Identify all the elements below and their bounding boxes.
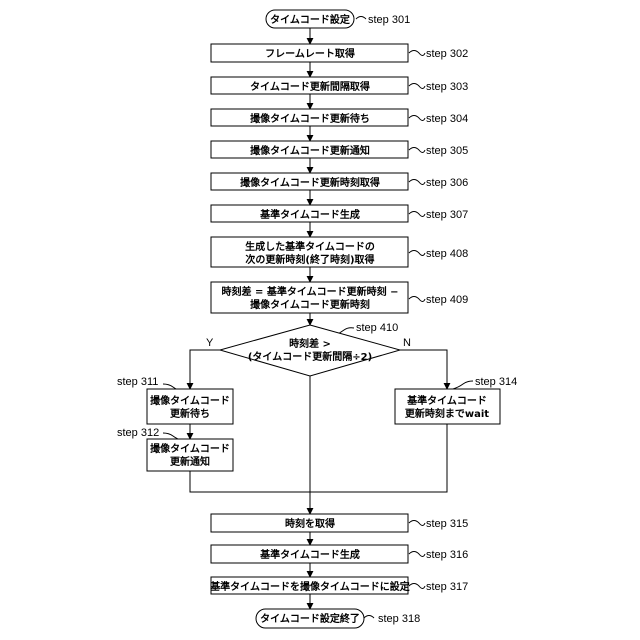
node-317: 基準タイムコードを撮像タイムコードに設定 step 317: [209, 577, 468, 594]
node-307: 基準タイムコード生成 step 307: [211, 205, 468, 222]
step-label: step 318: [378, 613, 420, 625]
step-label: step 312: [117, 427, 159, 439]
node-text-line1: 時刻差 >: [289, 337, 331, 350]
step-label: step 315: [426, 518, 468, 530]
node-text: 基準タイムコード生成: [259, 208, 360, 221]
no-label: N: [403, 337, 411, 349]
node-text: 撮像タイムコード更新待ち: [250, 112, 370, 125]
leader-316: [409, 552, 425, 557]
node-text: タイムコード更新間隔取得: [250, 80, 370, 93]
node-text-line1: 撮像タイムコード: [150, 442, 230, 455]
node-316: 基準タイムコード生成 step 316: [211, 545, 468, 563]
node-text: 撮像タイムコード更新時刻取得: [240, 176, 380, 189]
node-text-line1: 基準タイムコード: [406, 394, 487, 407]
step-label: step 314: [475, 376, 517, 388]
leader-318: [364, 616, 374, 619]
node-text-line2: 撮像タイムコード更新時刻: [250, 298, 370, 311]
arrow-410-no: [400, 350, 447, 389]
step-label: step 317: [426, 581, 468, 593]
node-409: 時刻差 = 基準タイムコード更新時刻 − 撮像タイムコード更新時刻 step 4…: [211, 282, 468, 313]
node-text: 基準タイムコード生成: [259, 548, 360, 561]
node-text-line2: 更新時刻までwait: [405, 407, 489, 420]
step-label: step 316: [426, 549, 468, 561]
node-312: 撮像タイムコード 更新通知 step 312: [117, 427, 233, 471]
leader-315: [409, 521, 425, 526]
step-label: step 304: [426, 113, 468, 125]
node-303: タイムコード更新間隔取得 step 303: [211, 77, 468, 94]
node-end: タイムコード設定終了 step 318: [256, 609, 420, 628]
step-label: step 301: [368, 14, 410, 26]
node-302: フレームレート取得 step 302: [211, 44, 468, 62]
node-304: 撮像タイムコード更新待ち step 304: [211, 109, 468, 126]
step-label: step 408: [426, 248, 468, 260]
node-305: 撮像タイムコード更新通知 step 305: [211, 141, 468, 158]
leader-314: [453, 381, 473, 389]
node-text-line1: 時刻差 = 基準タイムコード更新時刻 −: [221, 285, 398, 298]
node-text-line2: 更新通知: [170, 455, 210, 468]
step-label: step 307: [426, 209, 468, 221]
node-start: タイムコード設定 step 301: [266, 10, 410, 28]
node-text: 撮像タイムコード更新通知: [250, 144, 370, 157]
leader-408: [409, 251, 425, 256]
step-label: step 306: [426, 177, 468, 189]
node-410-decision: 時刻差 > (タイムコード更新間隔÷2) step 410 Y N: [206, 322, 411, 376]
node-text: タイムコード設定: [270, 13, 350, 26]
step-label: step 305: [426, 145, 468, 157]
node-314: 基準タイムコード 更新時刻までwait step 314: [395, 376, 517, 424]
leader-317: [409, 584, 425, 589]
step-label: step 302: [426, 48, 468, 60]
node-306: 撮像タイムコード更新時刻取得 step 306: [211, 173, 468, 190]
node-315: 時刻を取得 step 315: [211, 514, 468, 532]
step-label: step 409: [426, 294, 468, 306]
node-text-line2: (タイムコード更新間隔÷2): [248, 350, 372, 363]
step-label: step 303: [426, 81, 468, 93]
step-label: step 311: [117, 376, 158, 388]
node-text: 基準タイムコードを撮像タイムコードに設定: [209, 580, 410, 593]
node-text: タイムコード設定終了: [260, 612, 360, 625]
line-314-merge: [310, 424, 447, 492]
arrow-410-yes: [190, 350, 220, 389]
leader-306: [409, 180, 425, 185]
node-text-line2: 更新待ち: [170, 407, 210, 420]
node-text: 時刻を取得: [285, 517, 335, 530]
node-text: フレームレート取得: [265, 47, 355, 60]
leader-305: [409, 148, 425, 153]
leader-301: [356, 17, 366, 20]
leader-303: [409, 84, 425, 89]
line-312-merge: [190, 471, 310, 492]
node-408: 生成した基準タイムコードの 次の更新時刻(終了時刻)取得 step 408: [211, 237, 468, 267]
node-text-line1: 撮像タイムコード: [150, 394, 230, 407]
leader-302: [409, 51, 425, 56]
step-label: step 410: [356, 322, 398, 334]
leader-409: [409, 297, 425, 302]
node-311: 撮像タイムコード 更新待ち step 311: [117, 376, 233, 424]
yes-label: Y: [206, 337, 214, 349]
leader-304: [409, 116, 425, 121]
node-text-line2: 次の更新時刻(終了時刻)取得: [245, 253, 374, 266]
leader-307: [409, 212, 425, 217]
node-text-line1: 生成した基準タイムコードの: [245, 240, 375, 253]
